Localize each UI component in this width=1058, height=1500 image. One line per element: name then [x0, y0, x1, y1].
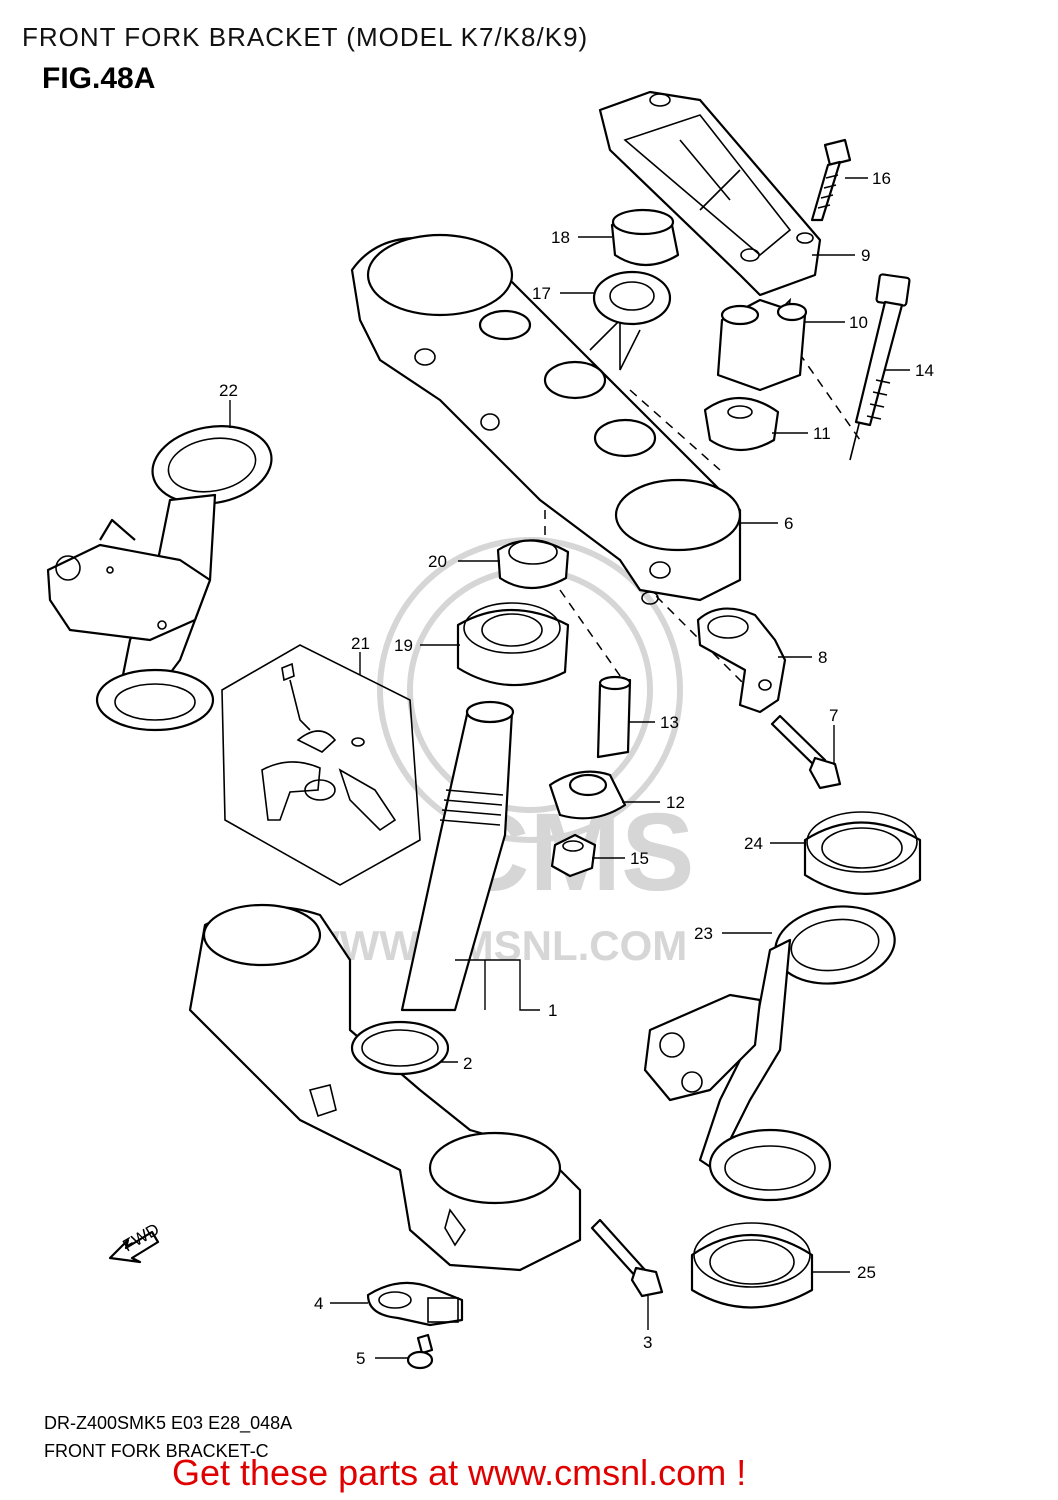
label-part-17: 17	[532, 284, 551, 303]
part-25-seal	[690, 1222, 814, 1309]
label-part-11: 11	[813, 424, 831, 443]
part-20-steering-nut	[496, 539, 570, 589]
promo-link[interactable]: Get these parts at www.cmsnl.com !	[172, 1452, 747, 1493]
label-part-22: 22	[219, 381, 238, 400]
page-title: FRONT FORK BRACKET (MODEL K7/K8/K9)	[22, 22, 589, 52]
label-part-15: 15	[630, 849, 649, 868]
label-part-7: 7	[829, 706, 838, 725]
label-part-5: 5	[356, 1349, 365, 1368]
label-part-23: 23	[694, 924, 713, 943]
label-part-25: 25	[857, 1263, 876, 1282]
label-part-10: 10	[849, 313, 868, 332]
label-part-4: 4	[314, 1294, 323, 1313]
label-part-9: 9	[861, 246, 870, 265]
part-15-nut	[550, 833, 597, 878]
part-10-cushion	[716, 298, 808, 392]
part-5-screw	[406, 1333, 434, 1370]
label-part-2: 2	[463, 1054, 472, 1073]
fwd-arrow-icon: FWD	[108, 1220, 163, 1264]
label-part-3: 3	[643, 1333, 652, 1352]
label-part-8: 8	[818, 648, 827, 667]
part-14-long-bolt	[854, 273, 911, 427]
label-part-20: 20	[428, 552, 447, 571]
label-part-21: 21	[351, 634, 370, 653]
part-23-bracket	[643, 905, 896, 1202]
label-part-14: 14	[915, 361, 934, 380]
part-17-washer	[592, 270, 672, 326]
part-18-cap	[610, 208, 680, 266]
label-part-19: 19	[394, 636, 413, 655]
part-4-clamp	[366, 1281, 464, 1327]
diagram-caption: FRONT FORK BRACKET-C	[44, 1441, 269, 1461]
leader-lines	[229, 177, 910, 1359]
part-1-lower-bracket	[188, 903, 582, 1272]
label-part-1: 1	[548, 1001, 557, 1020]
figure-label: FIG.48A	[42, 62, 156, 95]
label-part-6: 6	[784, 514, 793, 533]
part-24-seal	[803, 811, 922, 895]
part-19-bearing	[456, 602, 570, 687]
label-part-12: 12	[666, 793, 685, 812]
diagram-code: DR-Z400SMK5 E03 E28_048A	[44, 1413, 293, 1433]
part-11-washer	[703, 396, 780, 451]
label-part-13: 13	[660, 713, 679, 732]
part-number-labels: 1 2 3 4 5 6 7 8 9 10 11 12 13 14 15 16 1…	[219, 169, 934, 1368]
watermark-url: WWW.CMSNL.COM	[300, 922, 687, 969]
part-7-bolt	[770, 714, 842, 790]
part-8-cable-guide	[696, 607, 787, 714]
part-13-collar	[596, 675, 632, 759]
part-21-lock-kit	[221, 644, 421, 886]
part-22-meter-bracket	[46, 425, 273, 732]
part-16-bolt	[810, 138, 852, 222]
label-part-24: 24	[744, 834, 763, 853]
part-9-handlebar-holder	[598, 90, 822, 297]
part-6-upper-bracket	[350, 233, 742, 605]
part-3-bolt	[590, 1218, 664, 1298]
label-part-16: 16	[872, 169, 891, 188]
part-1-steering-stem	[400, 700, 515, 1012]
label-part-18: 18	[551, 228, 570, 247]
part-12-bushing	[548, 770, 627, 820]
